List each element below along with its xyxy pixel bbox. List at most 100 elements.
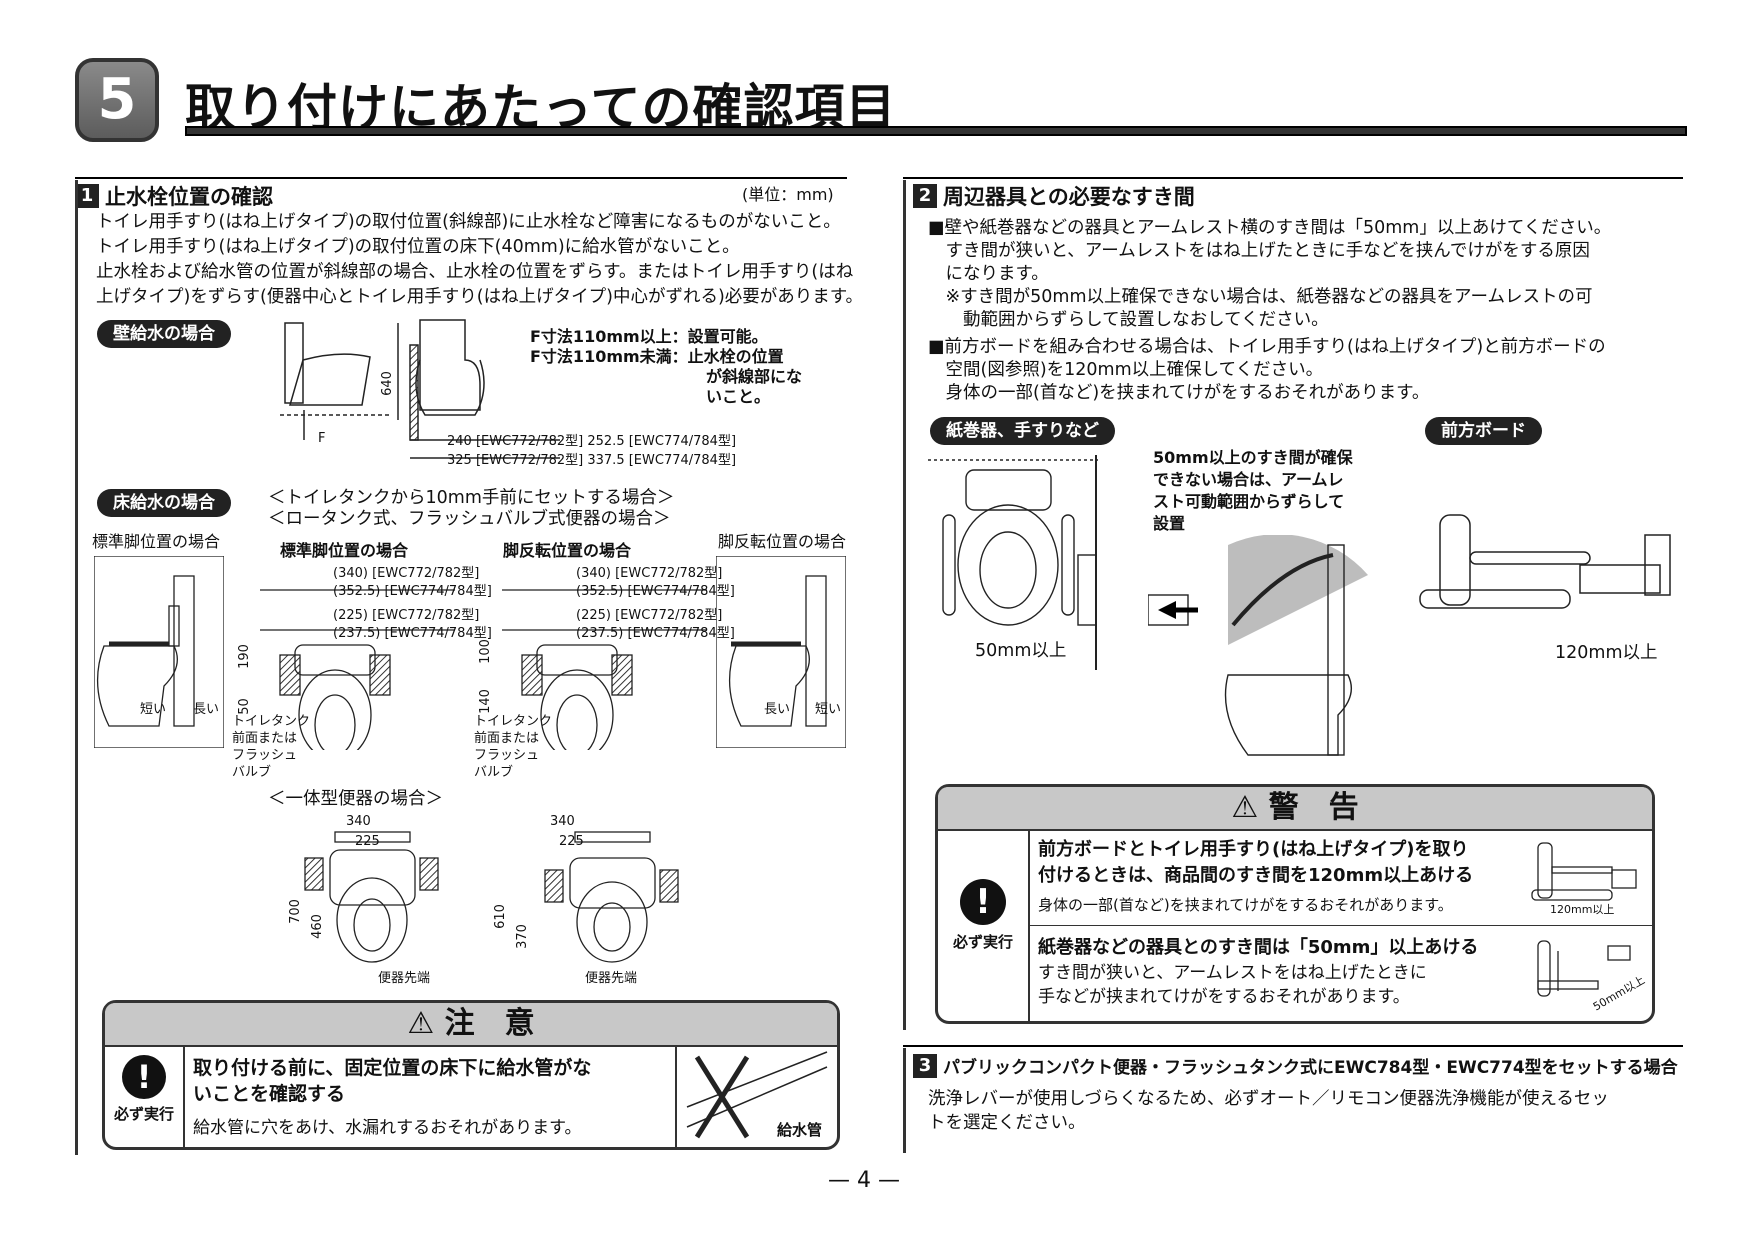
rev-pos-center: 脚反転位置の場合 — [503, 541, 632, 560]
rev-pos-side-diagram — [716, 556, 846, 748]
sec3-title: パブリックコンパクト便器・フラッシュタンク式にEWC784型・EWC774型をセ… — [943, 1058, 1678, 1078]
sec2-line-4: ※すき間が50mm以上確保できない場合は、紙巻器などの器具をアームレストの可 — [928, 287, 1593, 307]
sec3-left-border — [903, 1048, 906, 1153]
sec2-line-8: 身体の一部(首など)を挟まれてけがをするおそれがあります。 — [928, 383, 1430, 403]
tank-note-right: トイレタンク 前面または フラッシュ バルブ — [474, 713, 552, 781]
dim-240: 240 [EWC772/782型] 252.5 [EWC774/784型] — [447, 434, 737, 449]
dim-640: 640 — [379, 371, 395, 396]
std-pos-plan-diagram — [260, 589, 455, 750]
pipe-drill-icon — [686, 1051, 828, 1139]
onepiece-diagram-1 — [304, 831, 439, 963]
f-line-3: が斜線部にな — [706, 367, 803, 386]
dim-190: 190 — [236, 644, 252, 669]
warning-r1-bold-1: 前方ボードとトイレ用手すり(はね上げタイプ)を取り — [1038, 839, 1469, 860]
sec1-line-1: トイレ用手すり(はね上げタイプ)の取付位置(斜線部)に止水栓など障害になるものが… — [96, 212, 841, 232]
sec1-rule — [75, 177, 847, 179]
rev-pos-plan-diagram — [502, 589, 707, 750]
exclamation-icon: ! — [122, 1055, 166, 1099]
tank-note-left-1: トイレタンク — [232, 714, 311, 729]
warning-exclamation-icon: ! — [960, 879, 1006, 925]
warning-r1-body: 身体の一部(首など)を挟まれてけがをするおそれがあります。 — [1038, 896, 1453, 914]
tank-note-left-4: バルブ — [232, 765, 272, 780]
std-pos-center: 標準脚位置の場合 — [280, 541, 409, 560]
floor-note-1: ＜トイレタンクから10mm手前にセットする場合＞ — [268, 488, 675, 508]
caution-title: 注 意 — [444, 1006, 535, 1041]
op2-370: 370 — [514, 924, 530, 949]
tank-note-right-2: 前面または — [474, 731, 540, 746]
warning-must-label: 必ず実行 — [952, 933, 1013, 951]
tank-note-left-2: 前面または — [232, 731, 298, 746]
sec3-line-1: 洗浄レバーが使用しづらくなるため、必ずオート／リモコン便器洗浄機能が使えるセッ — [928, 1089, 1609, 1109]
f-line-4: いこと。 — [706, 387, 771, 406]
onepiece-label: ＜一体型便器の場合＞ — [268, 789, 443, 809]
warning-row-2: 紙巻器などの器具とのすき間は「50mm」以上あける すき間が狭いと、アームレスト… — [1030, 927, 1652, 1021]
dim-b-3: (225) [EWC772/782型] — [576, 608, 723, 623]
caution-bold-1: 取り付ける前に、固定位置の床下に給水管がな — [193, 1057, 592, 1079]
std-pos-side-diagram — [94, 556, 224, 748]
warning-title: 警 告 — [1268, 790, 1359, 825]
warning-triangle-icon: ⚠ — [1231, 790, 1259, 825]
warning-must-cell: ! 必ず実行 — [938, 831, 1030, 1021]
sec1-title: 止水栓位置の確認 — [105, 185, 273, 209]
op1-tip: 便器先端 — [378, 971, 431, 986]
sec2-line-5: 動範囲からずらして設置しなおしてください。 — [928, 310, 1329, 330]
caution-bold: 取り付ける前に、固定位置の床下に給水管がな いことを確認する — [193, 1055, 591, 1107]
sec2-number: 2 — [913, 184, 937, 208]
dim-b-2: (352.5) [EWC774/784型] — [576, 584, 735, 599]
warning-header: ⚠ 警 告 — [938, 787, 1652, 831]
sec1-line-4: 上げタイプ)をずらす(便器中心とトイレ用手すり(はね上げタイプ)中心がずれる)必… — [96, 287, 864, 307]
page-number: — 4 — — [828, 1168, 900, 1193]
wall-supply-label: 壁給水の場合 — [97, 320, 231, 348]
warning-r2-body: すき間が狭いと、アームレストをはね上げたときに 手などが挟まれてけがをするおそれ… — [1038, 961, 1427, 1009]
sec2-line-7: 空間(図参照)を120mm以上確保してください。 — [928, 360, 1324, 380]
warning-r1-image — [1531, 842, 1637, 901]
long-label-2: 長い — [764, 702, 791, 717]
dim-a-1: (340) [EWC772/782型] — [333, 566, 480, 581]
pipe-label: 給水管 — [777, 1121, 823, 1139]
sec2-line-1: ■壁や紙巻器などの器具とアームレスト横のすき間は「50mm」以上あけてください。 — [928, 218, 1612, 238]
dim-140: 140 — [477, 689, 493, 714]
tank-note-right-3: フラッシュ — [474, 748, 540, 763]
tank-note-left: トイレタンク 前面または フラッシュ バルブ — [232, 713, 310, 781]
short-label-1: 短い — [140, 702, 167, 717]
caution-warning-icon: ⚠ — [407, 1006, 435, 1041]
f-line-1: F寸法110mm以上：設置可能。 — [530, 327, 768, 346]
front-board-diagram — [1419, 514, 1671, 609]
armrest-swing-diagram — [1148, 535, 1368, 756]
dim-a-3: (225) [EWC772/782型] — [333, 608, 480, 623]
warning-row-1: 前方ボードとトイレ用手すり(はね上げタイプ)を取り 付けるときは、商品間のすき間… — [1030, 831, 1652, 926]
tank-note-right-4: バルブ — [474, 765, 514, 780]
warning-r2-body-1: すき間が狭いと、アームレストをはね上げたときに — [1038, 963, 1427, 983]
floor-note-2: ＜ロータンク式、フラッシュバルブ式便器の場合＞ — [268, 509, 671, 529]
op1-700: 700 — [287, 899, 303, 924]
sec1-line-3: 止水栓および給水管の位置が斜線部の場合、止水栓の位置をずらす。またはトイレ用手す… — [96, 262, 854, 282]
warning-r1-dim: 120mm以上 — [1550, 903, 1615, 916]
dim-325: 325 [EWC772/782型] 337.5 [EWC774/784型] — [447, 453, 737, 468]
warning-r1-bold: 前方ボードとトイレ用手すり(はね上げタイプ)を取り 付けるときは、商品間のすき間… — [1038, 837, 1473, 889]
sec2-line-6: ■前方ボードを組み合わせる場合は、トイレ用手すり(はね上げタイプ)と前方ボードの — [928, 337, 1606, 357]
tank-note-left-3: フラッシュ — [232, 748, 298, 763]
title-rule — [185, 126, 1687, 136]
caution-image-cell: 給水管 — [675, 1047, 839, 1147]
wall-supply-diagram — [280, 319, 560, 459]
warning-box: ⚠ 警 告 ! 必ず実行 前方ボードとトイレ用手すり(はね上げタイプ)を取り 付… — [935, 784, 1655, 1024]
warning-r2-bold: 紙巻器などの器具とのすき間は「50mm」以上あける — [1038, 937, 1479, 958]
sec1-left-border — [75, 180, 78, 1155]
tank-note-right-1: トイレタンク — [474, 714, 553, 729]
caution-box: ⚠ 注 意 ! 必ず実行 取り付ける前に、固定位置の床下に給水管がな いことを確… — [102, 1000, 840, 1150]
sec2-title: 周辺器具との必要なすき間 — [943, 185, 1195, 209]
op1-340: 340 — [346, 814, 371, 829]
long-label-1: 長い — [193, 702, 220, 717]
dim-100: 100 — [477, 639, 493, 664]
front-board-label: 前方ボード — [1425, 417, 1542, 445]
sec2-heading: 2 周辺器具との必要なすき間 — [913, 181, 1195, 211]
sec1-heading: 1 止水栓位置の確認 — [75, 181, 273, 211]
onepiece-diagram-2 — [544, 831, 679, 963]
dim-50-label: 50mm以上 — [975, 641, 1067, 661]
short-label-2: 短い — [815, 702, 842, 717]
sec2-left-border — [903, 180, 906, 1030]
sec2-line-3: になります。 — [928, 264, 1049, 284]
section-number-badge: 5 — [75, 58, 159, 142]
caution-bold-2: いことを確認する — [193, 1083, 346, 1105]
op2-610: 610 — [492, 904, 508, 929]
